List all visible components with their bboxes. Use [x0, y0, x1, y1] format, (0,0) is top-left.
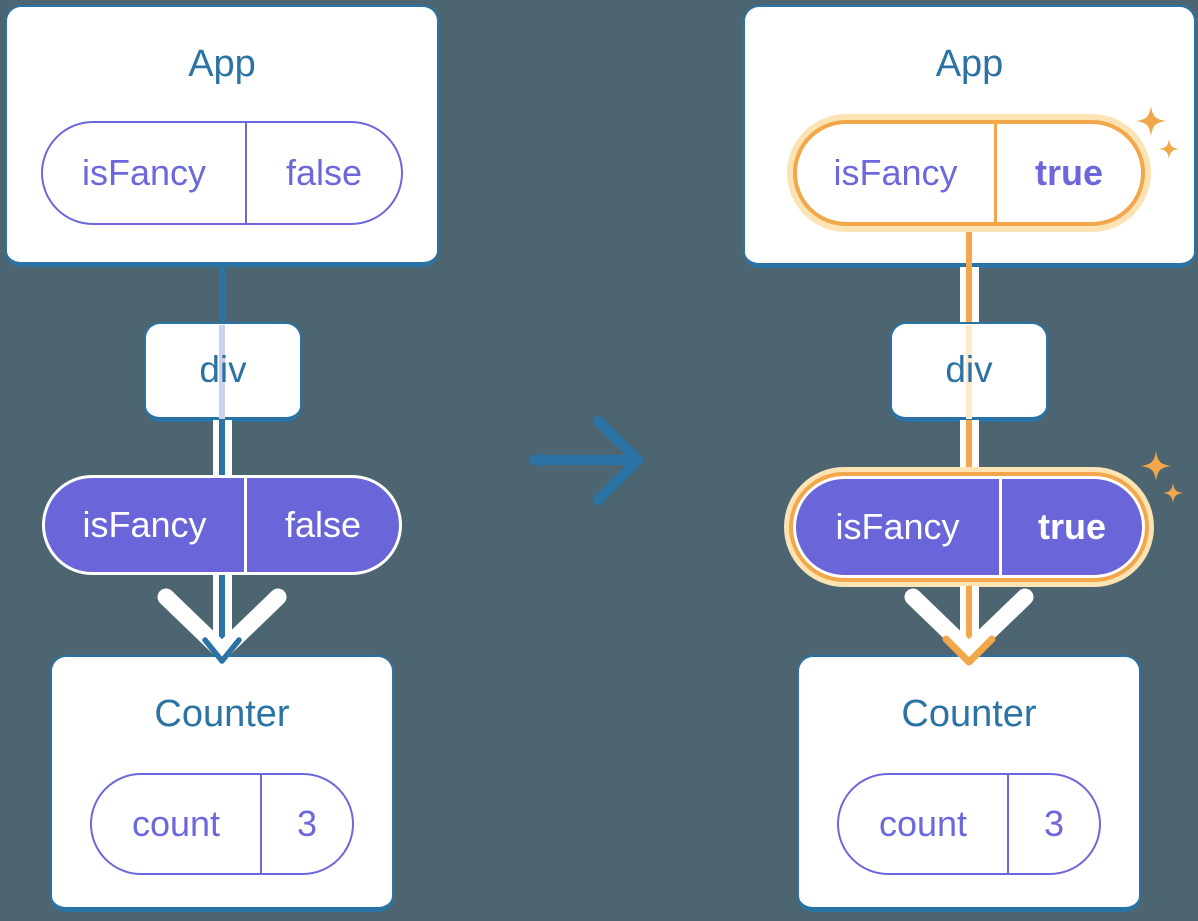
prop-value: true: [1037, 506, 1106, 547]
passed-prop-pill: isFancy false: [42, 475, 402, 575]
edge-div-to-prop: [966, 420, 972, 478]
div-title: div: [945, 349, 993, 390]
prop-name: isFancy: [43, 123, 247, 223]
arrow-right-icon: [529, 415, 644, 506]
prop-name: isFancy: [797, 124, 997, 222]
counter-title: Counter: [901, 693, 1037, 735]
prop-line-through-div: [219, 325, 225, 419]
prop-value: false: [285, 152, 363, 193]
passed-prop-pill-highlighted: isFancy true: [793, 476, 1145, 578]
prop-name: isFancy: [45, 478, 247, 572]
edge-prop-to-counter: [219, 575, 225, 643]
edge-app-to-div: [966, 267, 972, 323]
edge-div-to-prop: [219, 420, 225, 477]
prop-name: isFancy: [796, 479, 1002, 575]
app-prop-pill: isFancy false: [41, 121, 403, 225]
prop-value: false: [284, 504, 362, 545]
state-value: 3: [1043, 803, 1065, 844]
prop-line-through-div: [966, 325, 972, 419]
count-state-pill: count 3: [837, 773, 1101, 875]
div-title: div: [199, 349, 247, 390]
edge-prop-to-counter: [966, 586, 972, 641]
state-value: 3: [296, 803, 318, 844]
app-title: App: [935, 43, 1004, 85]
state-name: count: [839, 775, 1009, 873]
app-prop-pill-highlighted: isFancy true: [793, 120, 1145, 226]
app-title: App: [188, 43, 256, 85]
sparkle-icon: [1141, 451, 1183, 503]
edge-app-to-div: [219, 266, 225, 323]
counter-title: Counter: [154, 693, 290, 735]
prop-value: true: [1034, 152, 1103, 193]
edge-prop-to-card-bottom: [966, 224, 972, 268]
state-name: count: [92, 775, 262, 873]
count-state-pill: count 3: [90, 773, 354, 875]
